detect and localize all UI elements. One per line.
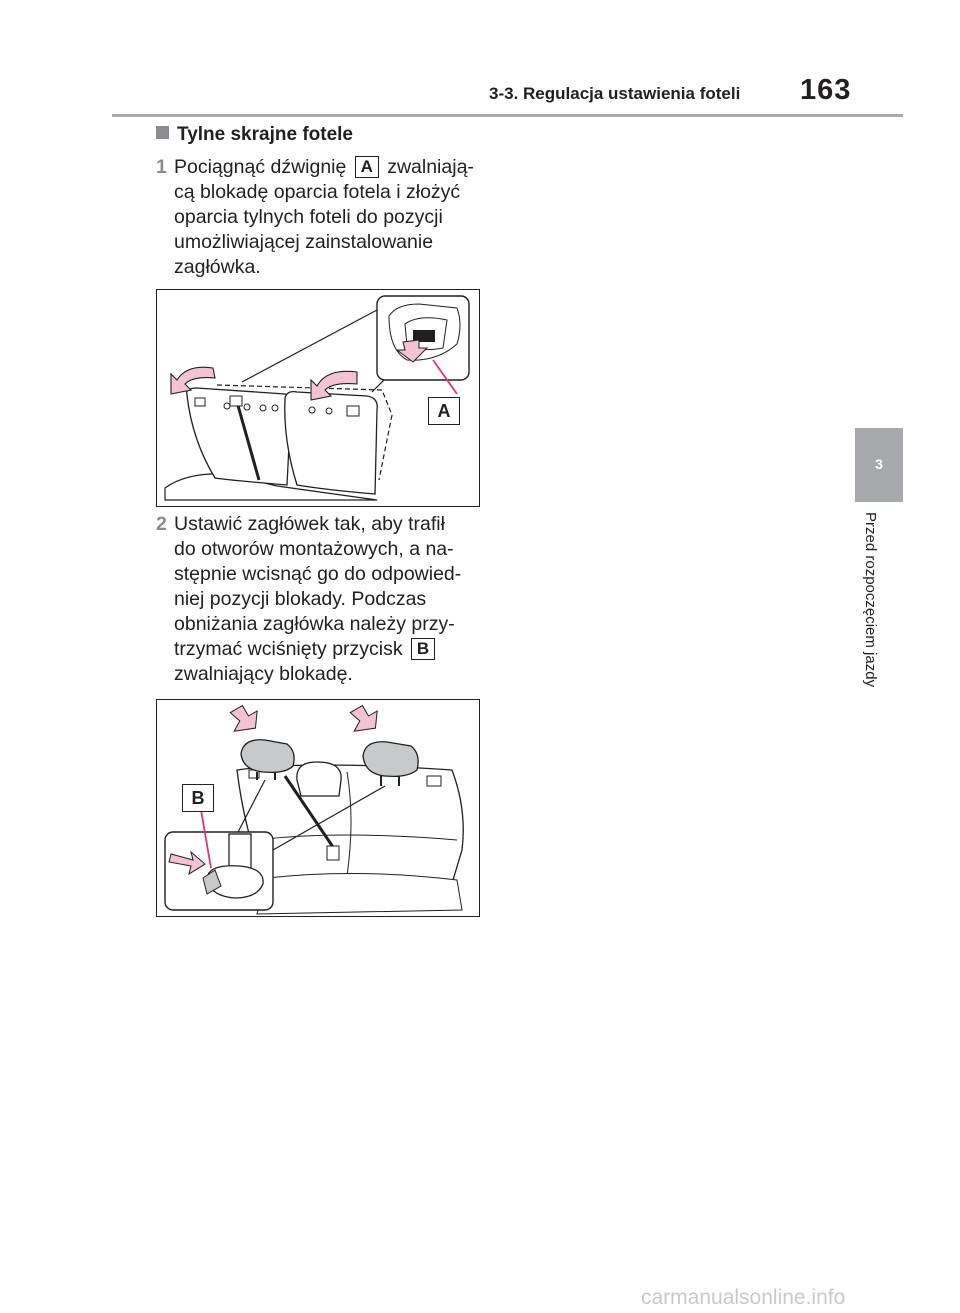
figure-headrest-install: B <box>156 699 480 917</box>
section-title: Tylne skrajne fotele <box>177 124 353 145</box>
step-line: obniżania zagłówka należy przy- <box>174 613 455 635</box>
chapter-tab[interactable]: 3 <box>855 428 903 502</box>
figure-seatback-release: A <box>156 289 480 507</box>
callout-key-a: A <box>354 156 379 178</box>
step-line: stępnie wcisnąć go do odpowied- <box>174 563 462 585</box>
step-line: cą blokadę oparcia fotela i złożyć <box>174 181 461 203</box>
text-run: trzymać wciśnięty przycisk <box>174 638 403 660</box>
watermark: carmanualsonline.info <box>641 1286 846 1309</box>
callout-key-b: B <box>411 638 436 660</box>
step-body: Pociągnąć dźwignię A zwalniają- cą bloka… <box>174 155 496 280</box>
step-2: 2 Ustawić zagłówek tak, aby trafił do ot… <box>156 512 496 687</box>
step-line: niej pozycji blokady. Podczas <box>174 588 427 610</box>
running-header-title: 3-3. Regulacja ustawienia foteli <box>489 84 741 103</box>
text-run: Pociągnąć dźwignię <box>174 156 347 178</box>
step-body: Ustawić zagłówek tak, aby trafił do otwo… <box>174 512 496 687</box>
step-line: umożliwiającej zainstalowanie <box>174 231 434 253</box>
seatback-illustration <box>164 295 470 501</box>
header-rule <box>112 114 903 117</box>
step-line: Ustawić zagłówek tak, aby trafił <box>174 513 445 535</box>
page-number: 163 <box>800 74 852 106</box>
step-line: zwalniający blokadę. <box>174 663 353 685</box>
figure-callout-a: A <box>428 397 460 425</box>
chapter-tab-label: Przed rozpoczęciem jazdy <box>862 512 879 688</box>
square-bullet-icon <box>156 126 169 139</box>
step-line: Pociągnąć dźwignię A zwalniają- <box>174 155 496 180</box>
step-number: 1 <box>156 156 167 178</box>
step-line: zagłówka. <box>174 256 261 278</box>
step-1: 1 Pociągnąć dźwignię A zwalniają- cą blo… <box>156 155 496 280</box>
chapter-tab-number: 3 <box>875 456 883 472</box>
headrest-illustration <box>164 704 464 915</box>
step-number: 2 <box>156 513 167 535</box>
figure-callout-b: B <box>182 784 214 812</box>
section-heading: Tylne skrajne fotele <box>156 124 353 146</box>
step-line: trzymać wciśnięty przycisk B <box>174 637 496 662</box>
text-run: zwalniają- <box>387 156 474 178</box>
step-line: do otworów montażowych, a na- <box>174 538 454 560</box>
step-line: oparcia tylnych foteli do pozycji <box>174 206 443 228</box>
